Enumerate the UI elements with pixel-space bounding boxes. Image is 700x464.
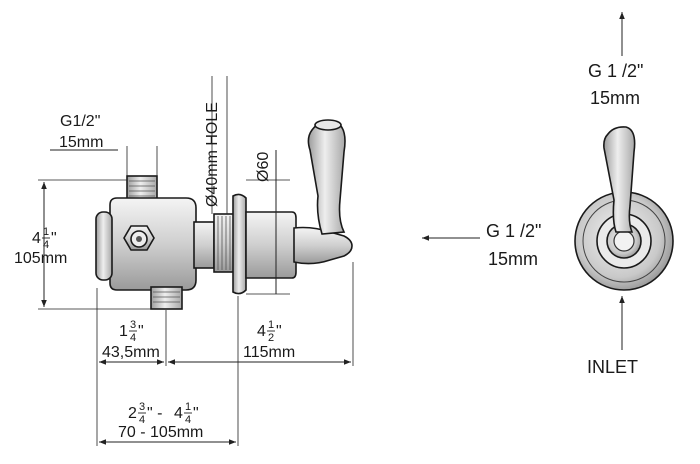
svg-text:": " (193, 405, 199, 422)
thread-lines-top (129, 180, 155, 197)
side-outlet-line1: G 1 /2" (486, 221, 541, 241)
top-outlet-line2: 15mm (590, 88, 640, 108)
handle-depth-metric-label: 115mm (243, 344, 295, 361)
rear-cap (95, 211, 113, 281)
svg-text:4: 4 (257, 323, 266, 340)
svg-text:4: 4 (32, 230, 41, 247)
svg-text:4: 4 (43, 239, 49, 251)
svg-text:3: 3 (139, 401, 145, 413)
svg-text:4: 4 (130, 332, 136, 344)
lever-handle (307, 119, 346, 235)
thread-lines-bottom (153, 291, 180, 303)
svg-text:" -: " - (147, 405, 167, 422)
svg-text:1: 1 (185, 401, 191, 413)
flange-diameter-label: Ø60 (255, 152, 272, 182)
top-outlet-line1: G 1 /2" (588, 61, 643, 81)
height-metric-label: 105mm (14, 250, 67, 267)
thread-top-line2: 15mm (59, 134, 103, 151)
front-view-valve (574, 126, 674, 291)
svg-text:4: 4 (139, 414, 145, 426)
svg-text:1: 1 (268, 319, 274, 331)
svg-text:1: 1 (119, 323, 128, 340)
inlet-label: INLET (587, 357, 638, 377)
svg-text:4: 4 (185, 414, 191, 426)
svg-text:": " (138, 323, 144, 340)
svg-text:": " (51, 230, 57, 247)
wall-flange (232, 193, 247, 295)
hole-diameter-label: Ø40mm HOLE (204, 102, 221, 207)
shroud (245, 211, 297, 279)
lever-tip (314, 119, 342, 131)
svg-text:3: 3 (130, 319, 136, 331)
front-view-annotations: G 1 /2" 15mm G 1 /2" 15mm INLET (422, 12, 643, 377)
svg-text:4: 4 (174, 405, 183, 422)
valve-body (109, 197, 197, 291)
front-lever-handle (603, 126, 636, 233)
spindle-sleeve (193, 221, 215, 269)
side-view-dimensions: G1/2" 15mm 4 1 4 " 105mm Ø40mm HOLE Ø60 … (14, 76, 354, 446)
svg-text:": " (276, 323, 282, 340)
thread-top-line1: G1/2" (60, 113, 100, 130)
outlet-offset-metric-label: 43,5mm (102, 344, 160, 361)
bottom-outlet-stub (150, 286, 183, 310)
side-view-valve (95, 119, 353, 310)
svg-text:1: 1 (43, 226, 49, 238)
svg-text:2: 2 (268, 332, 274, 344)
side-outlet-line2: 15mm (488, 249, 538, 269)
wall-range-metric-label: 70 - 105mm (118, 424, 203, 441)
spindle-threads (213, 213, 235, 273)
svg-text:2: 2 (128, 405, 137, 422)
